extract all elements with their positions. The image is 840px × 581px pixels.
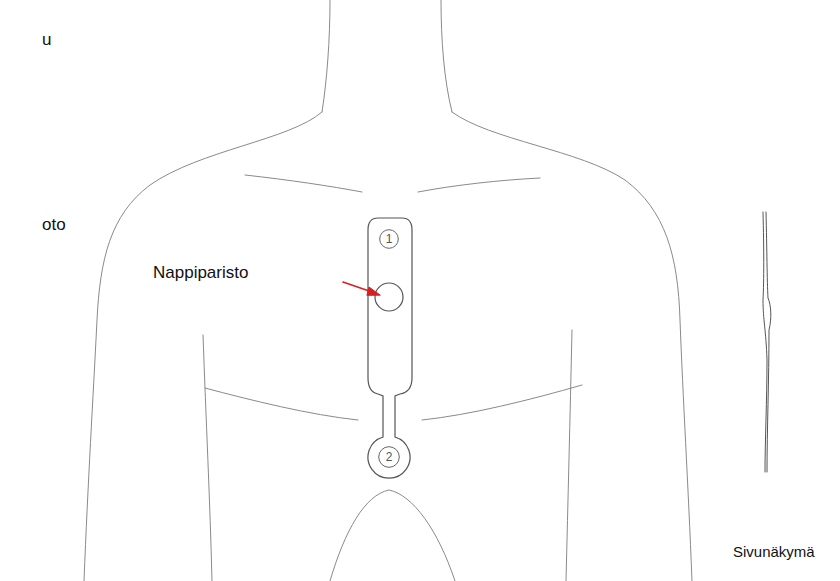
part-label: u [42,30,51,50]
button-battery [375,283,403,311]
callout-number: 2 [386,451,393,463]
callout-number: 1 [386,233,393,245]
chest-patch-device [368,218,412,478]
callout-circle: 2 [378,446,400,468]
callout-circle: 1 [379,229,399,249]
part-label: oto [42,215,66,235]
side-view-device [763,212,771,472]
pointer-arrow [343,282,380,295]
part-label: Sivunäkymä [733,542,815,562]
part-label: Nappiparisto [153,263,248,283]
